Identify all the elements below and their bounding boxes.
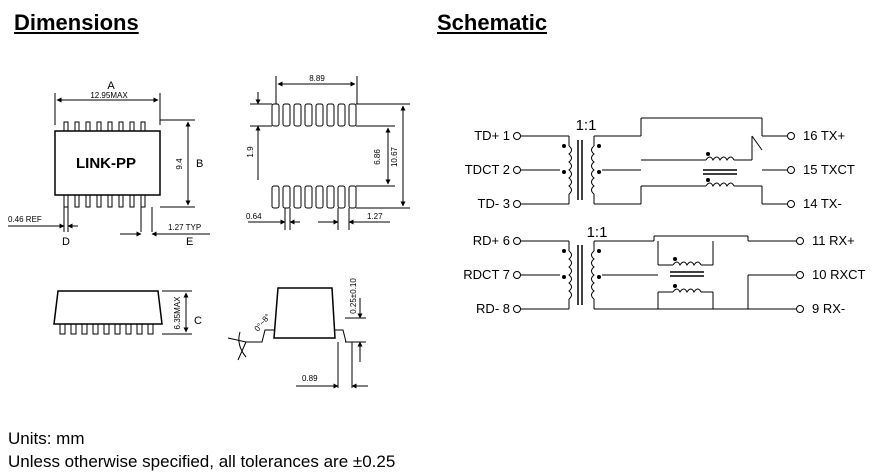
pin-tdct: TDCT 2 <box>465 162 510 177</box>
side-leads <box>59 323 154 335</box>
pin-td-plus: TD+ 1 <box>474 128 510 143</box>
thickness-dim: 0.25±0.10 <box>349 278 358 314</box>
tx-primary-coil <box>568 145 572 195</box>
top-leads <box>63 121 146 132</box>
rx-primary-coil <box>568 250 572 300</box>
pin-tx-plus: 16 TX+ <box>803 128 845 143</box>
units-note: Units: mm <box>8 429 85 448</box>
pad-height-dim: 1.9 <box>246 146 255 158</box>
top-pads <box>271 103 357 127</box>
pitch-dim: 1.27 TYP <box>168 223 201 232</box>
label-d: D <box>62 236 70 248</box>
rx-secondary-coil <box>591 250 595 300</box>
rx-input-pins <box>513 237 521 313</box>
label-e: E <box>186 236 193 248</box>
pin-txct: 15 TXCT <box>803 162 855 177</box>
label-c: C <box>194 315 202 327</box>
rx-channel <box>513 235 804 313</box>
lead-ref-dim: 0.46 REF <box>8 215 42 224</box>
row-gap-dim: 6.86 <box>373 149 382 165</box>
pad-width-dim: 0.64 <box>246 212 262 221</box>
pin-rd-minus: RD- 8 <box>476 301 510 316</box>
side-view <box>53 290 192 335</box>
dimensions-heading: Dimensions <box>14 10 139 35</box>
width-max-dim: 12.95MAX <box>90 91 128 100</box>
detail-view <box>227 287 368 389</box>
pin-td-minus: TD- 3 <box>478 196 511 211</box>
tx-cmc-lower <box>705 182 735 187</box>
tx-ratio: 1:1 <box>576 117 597 134</box>
bottom-leads <box>63 194 146 208</box>
pad-pitch-dim: 1.27 <box>367 212 383 221</box>
pin-rd-plus: RD+ 6 <box>473 233 510 248</box>
schematic-heading: Schematic <box>437 10 548 35</box>
rx-polarity-dots <box>562 249 677 288</box>
label-a: A <box>107 80 115 92</box>
tx-channel <box>513 117 795 208</box>
rx-cmc-lower <box>672 288 702 293</box>
tolerance-note: Unless otherwise specified, all toleranc… <box>8 452 396 471</box>
tx-output-pins <box>787 132 795 208</box>
height-dim: 9.4 <box>175 158 184 170</box>
pin-rx-plus: 11 RX+ <box>812 233 855 248</box>
rx-ratio: 1:1 <box>587 224 608 241</box>
rx-cmc-upper <box>672 261 702 266</box>
tx-input-pins <box>513 132 521 208</box>
technical-drawing: A 12.95MAX LINK-PP 9.4 B 0.46 REF D 1.27… <box>8 74 866 389</box>
pad-layout-view <box>248 76 410 230</box>
label-b: B <box>196 158 203 170</box>
tx-secondary-coil <box>591 145 595 195</box>
tx-polarity-dots <box>562 144 710 182</box>
pin-tx-minus: 14 TX- <box>803 196 842 211</box>
pin-rx-minus: 9 RX- <box>812 301 845 316</box>
part-label: LINK-PP <box>76 155 136 172</box>
tx-cmc-upper <box>705 156 735 161</box>
pin-rxct: 10 RXCT <box>812 267 866 282</box>
foot-dim: 0.89 <box>302 374 318 383</box>
rx-output-pins <box>796 237 804 313</box>
height-max-dim: 6.35MAX <box>173 296 182 330</box>
top-view <box>8 93 210 237</box>
bottom-pads <box>271 185 357 209</box>
span-dim: 8.89 <box>309 74 325 83</box>
overall-dim: 10.67 <box>390 146 399 167</box>
pin-rdct: RDCT 7 <box>463 267 510 282</box>
